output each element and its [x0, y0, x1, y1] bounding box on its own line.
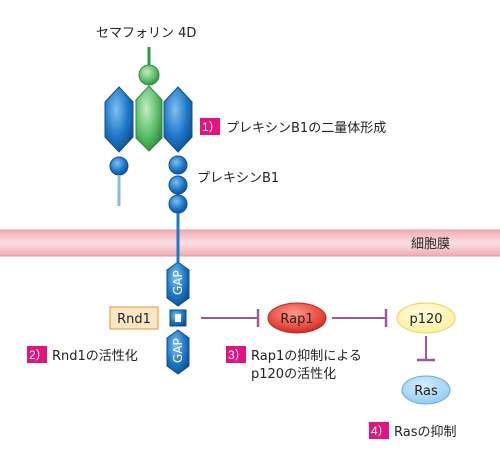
receptor-label: プレキシンB1: [197, 171, 279, 186]
plexin-ipt-domain: [168, 194, 188, 214]
step-2-number: 2）: [29, 348, 48, 362]
step-4-number: 4）: [371, 424, 390, 438]
step-4-text: Rasの抑制: [394, 425, 457, 440]
step-1: 1） プレキシンB1の二量体形成: [200, 118, 386, 136]
p120-node: [396, 302, 456, 334]
rbd-domain-center: [175, 314, 181, 322]
plexin-right-sema-domain: [163, 86, 193, 153]
step-3-text: Rap1の抑制による: [251, 349, 362, 364]
step-3-number: 3）: [228, 348, 247, 362]
gap-label-upper: GAP: [171, 270, 185, 295]
ras-node: [401, 375, 451, 405]
rap1-node: [267, 302, 327, 334]
ras-label: Ras: [414, 384, 438, 399]
gap-label-lower: GAP: [171, 338, 185, 363]
step-4: 4） Rasの抑制: [369, 422, 457, 440]
membrane-label: 細胞膜: [411, 237, 450, 252]
rnd1-label: Rnd1: [117, 312, 151, 327]
plexin-left-sema-domain: [104, 86, 134, 153]
ligand-label: セマフォリン 4D: [96, 26, 196, 41]
plexin-ipt-domain: [168, 155, 188, 175]
step-4-badge: [369, 422, 389, 439]
step-3-badge: [226, 346, 246, 363]
step-3: 3） Rap1の抑制による p120の活性化: [226, 346, 362, 382]
step-1-number: 1）: [202, 120, 221, 134]
p120-label: p120: [409, 312, 442, 327]
gap-domain-upper: [166, 261, 190, 307]
step-3-text-line2: p120の活性化: [251, 367, 336, 382]
ligand-head: [138, 64, 160, 86]
cell-membrane: [0, 230, 500, 256]
step-1-text: プレキシンB1の二量体形成: [226, 121, 386, 136]
gap-domain-lower: [166, 329, 190, 375]
step-1-badge: [200, 118, 220, 135]
plexin-left-psi-domain: [109, 156, 129, 176]
rap1-label: Rap1: [280, 312, 313, 327]
rnd1-box: [109, 306, 159, 330]
step-2-badge: [27, 346, 47, 363]
step-2: 2） Rnd1の活性化: [27, 346, 138, 364]
ligand-sema-domain: [135, 85, 163, 152]
plexin-ipt-domain: [168, 175, 188, 195]
step-2-text: Rnd1の活性化: [52, 349, 138, 364]
